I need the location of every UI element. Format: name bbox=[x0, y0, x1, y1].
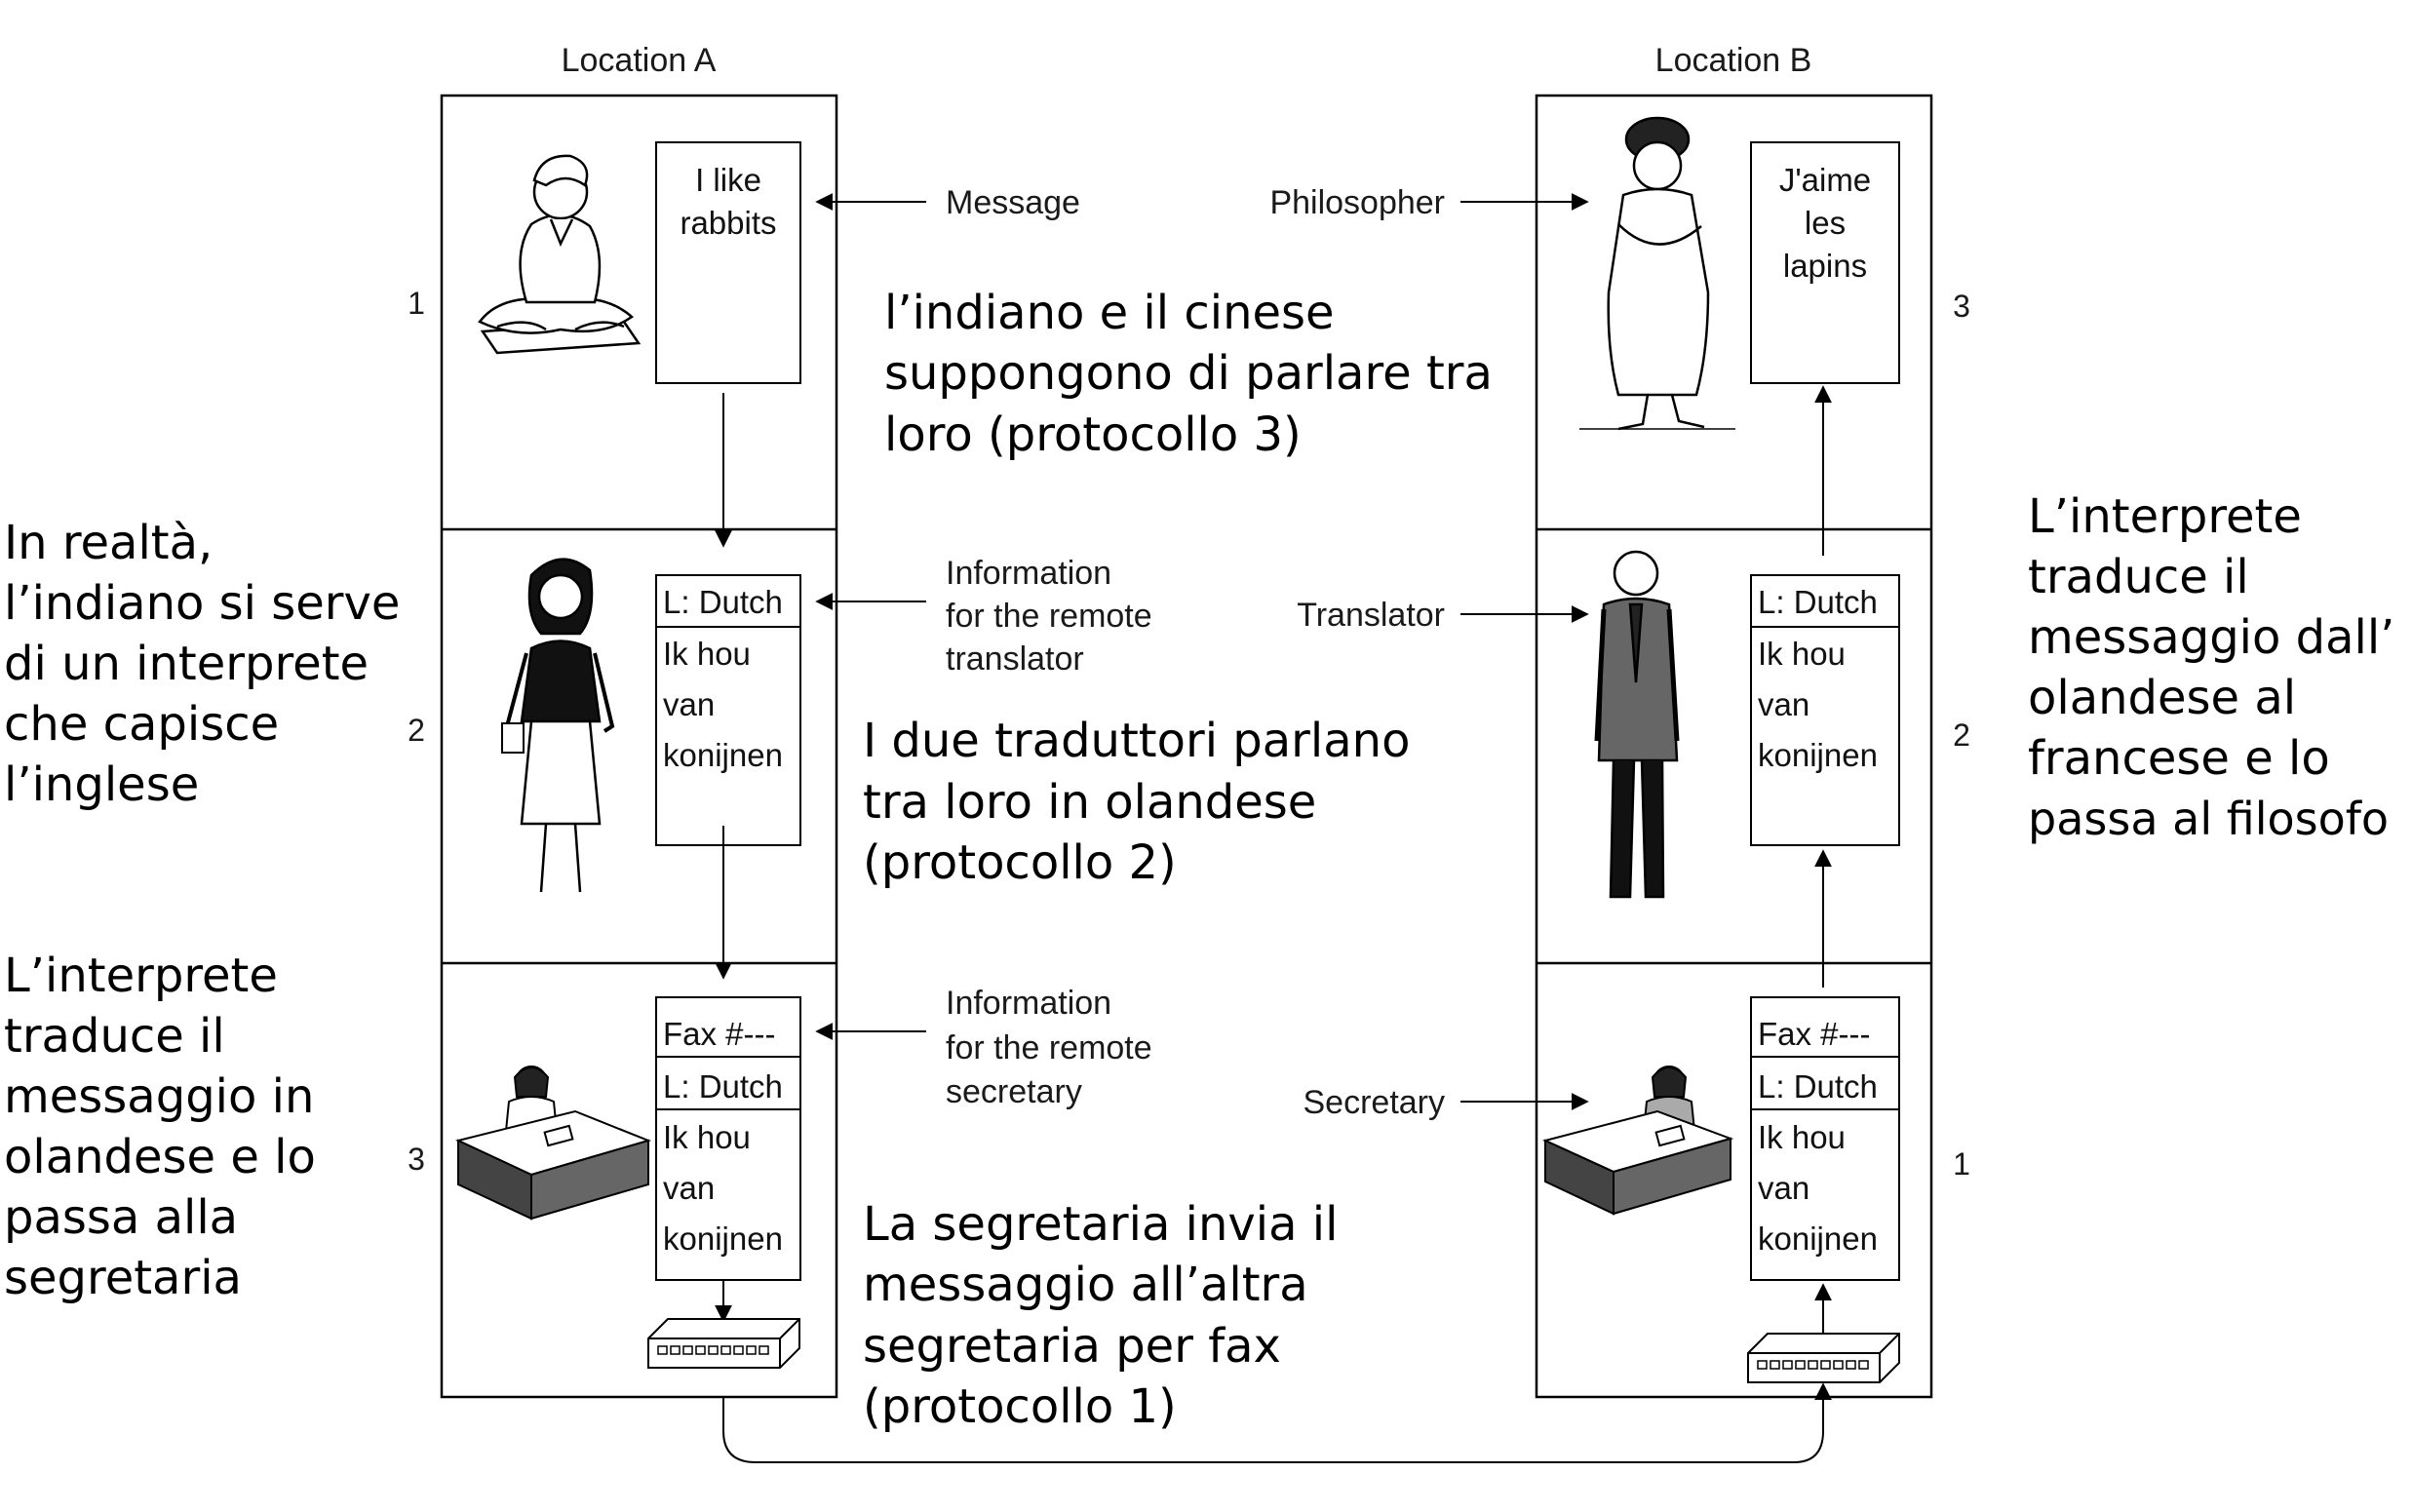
label-message: Message bbox=[946, 184, 1080, 221]
message-text-line: Ik hou bbox=[663, 1119, 751, 1155]
header-text: L: Dutch bbox=[1758, 1068, 1878, 1105]
caption-line: (protocollo 1) bbox=[863, 1379, 1177, 1434]
caption-line: l’indiano si serve bbox=[4, 576, 400, 631]
layer-number-b-2: 2 bbox=[1953, 717, 1970, 753]
female-translator-illustration bbox=[501, 558, 615, 893]
caption-line: l’indiano e il cinese bbox=[884, 286, 1335, 340]
label-info-secretary-line: Information bbox=[946, 985, 1111, 1022]
caption-line: L’interprete bbox=[2028, 489, 2302, 544]
caption-line: L’interprete bbox=[4, 949, 278, 1003]
layer-number-a-2: 2 bbox=[408, 713, 425, 748]
message-box-a-layer2: L: Dutch Ik hou van konijnen bbox=[655, 574, 801, 846]
message-box-b-layer1: Fax #--- L: Dutch Ik hou van konijnen bbox=[1750, 996, 1900, 1281]
label-info-secretary-line: secretary bbox=[946, 1073, 1082, 1110]
message-text-line: les bbox=[1805, 205, 1846, 241]
caption-line: segretaria bbox=[4, 1251, 242, 1305]
caption-line: francese e lo bbox=[2028, 731, 2330, 786]
caption-left-top: In realtà, l’indiano si serve di un inte… bbox=[4, 516, 400, 812]
message-text-line: Ik hou bbox=[1758, 636, 1846, 672]
caption-line: messaggio dall’ bbox=[2028, 610, 2394, 665]
caption-line: I due traduttori parlano bbox=[863, 714, 1410, 768]
header-text: L: Dutch bbox=[663, 1068, 783, 1105]
message-text-line: konijnen bbox=[1758, 1221, 1878, 1257]
male-translator-illustration bbox=[1594, 550, 1680, 899]
message-text-line: J'aime bbox=[1779, 162, 1871, 198]
caption-line: olandese e lo bbox=[4, 1130, 316, 1184]
message-text-line: konijnen bbox=[663, 737, 783, 773]
fax-transmission-line bbox=[722, 1382, 1832, 1463]
header-text: Fax #--- bbox=[1758, 1016, 1871, 1052]
caption-protocol-3: l’indiano e il cinese suppongono di parl… bbox=[884, 286, 1493, 462]
caption-right: L’interprete traduce il messaggio dall’ … bbox=[2028, 489, 2394, 845]
message-text-line: van bbox=[1758, 686, 1809, 722]
message-text-line: I like bbox=[695, 162, 761, 198]
caption-line: (protocollo 2) bbox=[863, 835, 1177, 890]
caption-line: passa alla bbox=[4, 1190, 238, 1245]
header-text: L: Dutch bbox=[663, 584, 783, 620]
label-info-translator-line: Information bbox=[946, 555, 1111, 592]
caption-protocol-1: La segretaria invia il messaggio all’alt… bbox=[863, 1197, 1338, 1434]
caption-line: passa al filosofo bbox=[2028, 793, 2389, 845]
caption-line: In realtà, bbox=[4, 516, 213, 570]
label-info-secretary-line: for the remote bbox=[946, 1029, 1152, 1066]
message-text-line: konijnen bbox=[1758, 737, 1878, 773]
caption-line: traduce il bbox=[2028, 550, 2249, 604]
message-text-line: Ik hou bbox=[663, 636, 751, 672]
label-secretary: Secretary bbox=[1303, 1084, 1446, 1121]
message-box-a-layer3: Fax #--- L: Dutch Ik hou van konijnen bbox=[655, 996, 801, 1281]
location-b-column bbox=[1535, 94, 1933, 1399]
caption-line: messaggio all’altra bbox=[863, 1258, 1308, 1312]
caption-line: olandese al bbox=[2028, 671, 2296, 725]
caption-line: suppongono di parlare tra bbox=[884, 346, 1493, 401]
caption-line: di un interprete bbox=[4, 637, 369, 691]
secretary-illustration bbox=[1542, 1066, 1734, 1216]
label-translator: Translator bbox=[1297, 597, 1445, 634]
message-text-line: lapins bbox=[1783, 248, 1867, 284]
message-text-line: van bbox=[663, 686, 715, 722]
fax-machine-icon bbox=[647, 1318, 800, 1369]
fax-machine-icon bbox=[1747, 1333, 1900, 1383]
message-text-line: rabbits bbox=[680, 205, 776, 241]
caption-line: che capisce bbox=[4, 697, 279, 752]
caption-line: l’inglese bbox=[4, 757, 199, 812]
layer-number-a-1: 1 bbox=[408, 286, 425, 321]
location-a-title: Location A bbox=[562, 42, 717, 79]
label-philosopher: Philosopher bbox=[1269, 184, 1445, 221]
location-a-column bbox=[440, 94, 838, 1399]
caption-protocol-2: I due traduttori parlano tra loro in ola… bbox=[863, 714, 1410, 890]
caption-line: traduce il bbox=[4, 1009, 225, 1064]
caption-line: messaggio in bbox=[4, 1069, 314, 1124]
header-text: L: Dutch bbox=[1758, 584, 1878, 620]
indian-philosopher-illustration bbox=[478, 154, 642, 355]
layer-number-b-3: 3 bbox=[1953, 289, 1970, 324]
message-box-a-layer1: I like rabbits bbox=[655, 141, 801, 384]
message-text-line: Ik hou bbox=[1758, 1119, 1846, 1155]
message-box-b-layer3: J'aime les lapins bbox=[1750, 141, 1900, 384]
caption-left-bottom: L’interprete traduce il messaggio in ola… bbox=[4, 949, 316, 1305]
message-text-line: van bbox=[1758, 1170, 1809, 1206]
message-text-line: konijnen bbox=[663, 1221, 783, 1257]
french-philosopher-illustration bbox=[1579, 116, 1735, 431]
caption-line: segretaria per fax bbox=[863, 1319, 1281, 1374]
caption-line: tra loro in olandese bbox=[863, 775, 1316, 830]
caption-line: La segretaria invia il bbox=[863, 1197, 1338, 1252]
secretary-illustration bbox=[455, 1066, 652, 1221]
label-info-translator-line: for the remote bbox=[946, 598, 1152, 635]
location-b-title: Location B bbox=[1655, 42, 1812, 79]
header-text: Fax #--- bbox=[663, 1016, 776, 1052]
layer-number-a-3: 3 bbox=[408, 1142, 425, 1177]
message-text-line: van bbox=[663, 1170, 715, 1206]
label-info-translator-line: translator bbox=[946, 640, 1084, 678]
message-box-b-layer2: L: Dutch Ik hou van konijnen bbox=[1750, 574, 1900, 846]
caption-line: loro (protocollo 3) bbox=[884, 407, 1302, 462]
layer-number-b-1: 1 bbox=[1953, 1146, 1970, 1182]
